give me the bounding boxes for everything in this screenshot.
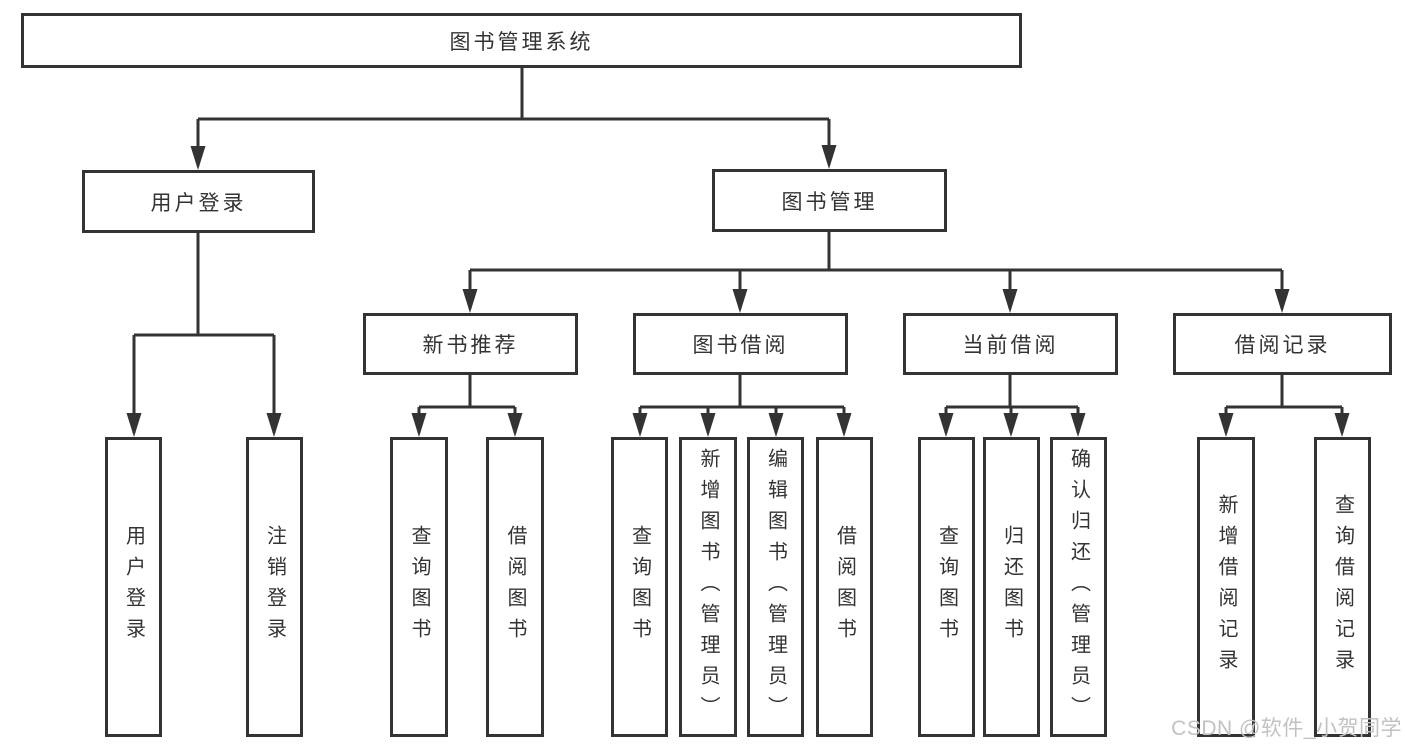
leaf-query-books-current: 查询图书 bbox=[918, 437, 975, 737]
leaf-borrow-books: 借阅图书 bbox=[816, 437, 873, 737]
leaf-query-borrow-record: 查询借阅记录 bbox=[1314, 437, 1371, 737]
leaf-query-books-recommend: 查询图书 bbox=[390, 437, 448, 737]
node-book-management: 图书管理 bbox=[712, 169, 947, 232]
leaf-query-books-borrow: 查询图书 bbox=[611, 437, 668, 737]
leaf-logout: 注销登录 bbox=[246, 437, 303, 737]
node-book-borrow: 图书借阅 bbox=[633, 313, 848, 375]
leaf-return-books: 归还图书 bbox=[983, 437, 1040, 737]
node-new-book-recommend: 新书推荐 bbox=[363, 313, 578, 375]
arrowheads bbox=[126, 145, 1350, 437]
leaf-confirm-return-admin: 确认归还（管理员） bbox=[1050, 437, 1107, 737]
node-library-management-system: 图书管理系统 bbox=[21, 13, 1022, 68]
leaf-add-books-admin: 新增图书（管理员） bbox=[679, 437, 737, 737]
node-borrow-records: 借阅记录 bbox=[1173, 313, 1392, 375]
leaf-edit-books-admin: 编辑图书（管理员） bbox=[747, 437, 804, 737]
node-current-borrow: 当前借阅 bbox=[903, 313, 1118, 375]
csdn-watermark: CSDN @软件_小贺同学 bbox=[1171, 717, 1402, 740]
node-user-login: 用户登录 bbox=[82, 170, 315, 233]
leaf-borrow-books-recommend: 借阅图书 bbox=[486, 437, 544, 737]
leaf-add-borrow-record: 新增借阅记录 bbox=[1197, 437, 1255, 737]
leaf-user-login: 用户登录 bbox=[105, 437, 162, 737]
